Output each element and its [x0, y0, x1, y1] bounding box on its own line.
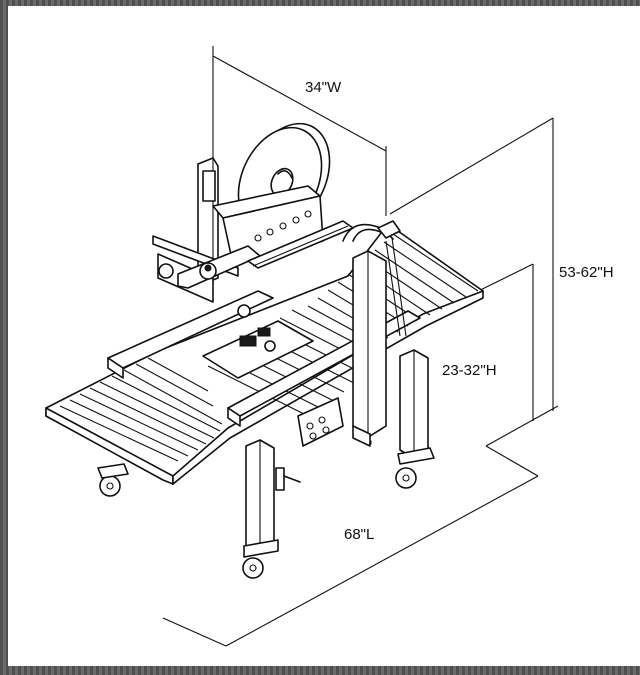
total-height-dimension-label: 53-62"H: [559, 264, 614, 281]
top-head-assembly: [152, 122, 354, 303]
drawing-canvas: 34"W 53-62"H 23-32"H 68"L: [8, 6, 640, 666]
table-height-dimension-label: 23-32"H: [442, 362, 497, 379]
machine-line-drawing: [45, 46, 559, 647]
length-dimension-label: 68"L: [344, 526, 375, 543]
legs-and-casters: [97, 349, 435, 579]
control-box: [297, 397, 344, 447]
width-dimension-label: 34"W: [305, 79, 342, 96]
dimension-lines: [162, 46, 559, 647]
drive-assembly: [202, 304, 314, 379]
